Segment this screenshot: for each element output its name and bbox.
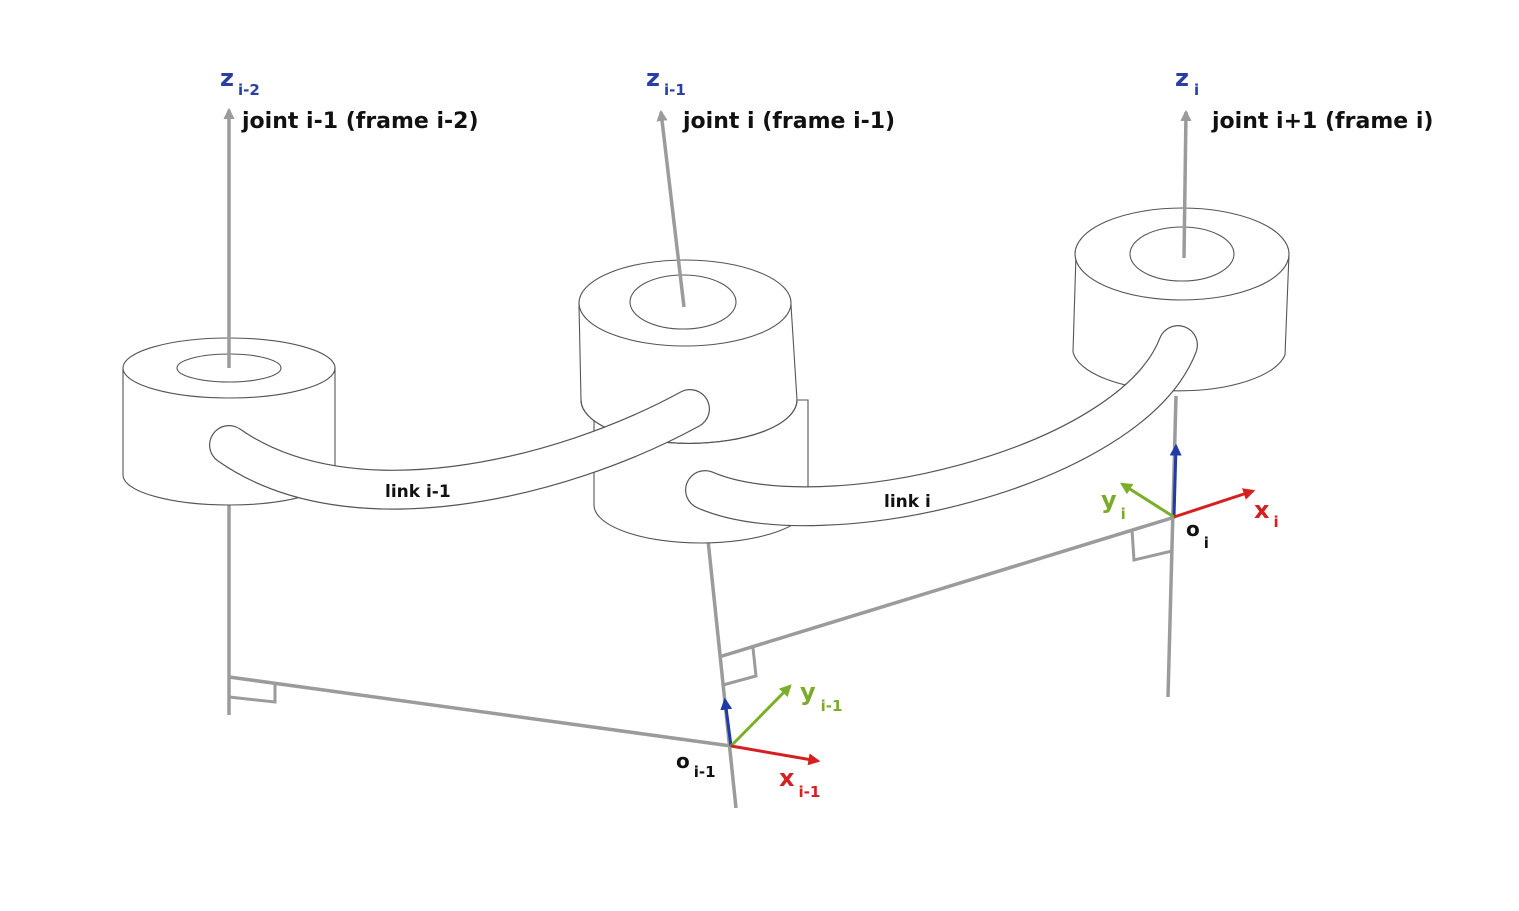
y-axis-arrow-i bbox=[1119, 482, 1175, 519]
link-label-i: link i bbox=[884, 492, 931, 512]
origin-label-i: oi bbox=[1186, 517, 1209, 552]
x-axis-arrow-i-1 bbox=[730, 744, 821, 766]
frame-i-axes bbox=[1119, 443, 1256, 519]
link-tube-i-1 bbox=[209, 389, 710, 510]
link-tube-i bbox=[685, 325, 1198, 527]
joint-axis-z-i-1 bbox=[656, 109, 686, 308]
link-label-i-1: link i-1 bbox=[385, 482, 451, 502]
joint-cylinder-3 bbox=[1072, 207, 1290, 392]
frame-i-1-axes bbox=[720, 684, 821, 766]
joint-title-2: joint i (frame i-1) bbox=[682, 109, 895, 134]
common-normal-lines bbox=[228, 515, 1176, 748]
z-axis-arrow-i-1 bbox=[720, 697, 733, 747]
joint-title-3: joint i+1 (frame i) bbox=[1211, 109, 1433, 134]
z-axis-arrow-i bbox=[1169, 443, 1182, 518]
joint-axis-z-i bbox=[1180, 109, 1192, 259]
y-axis-arrow-i-1 bbox=[729, 684, 792, 748]
right-angle-markers bbox=[228, 529, 1173, 704]
x-axis-arrow-i bbox=[1173, 488, 1256, 519]
joint-title-1: joint i-1 (frame i-2) bbox=[241, 109, 479, 134]
